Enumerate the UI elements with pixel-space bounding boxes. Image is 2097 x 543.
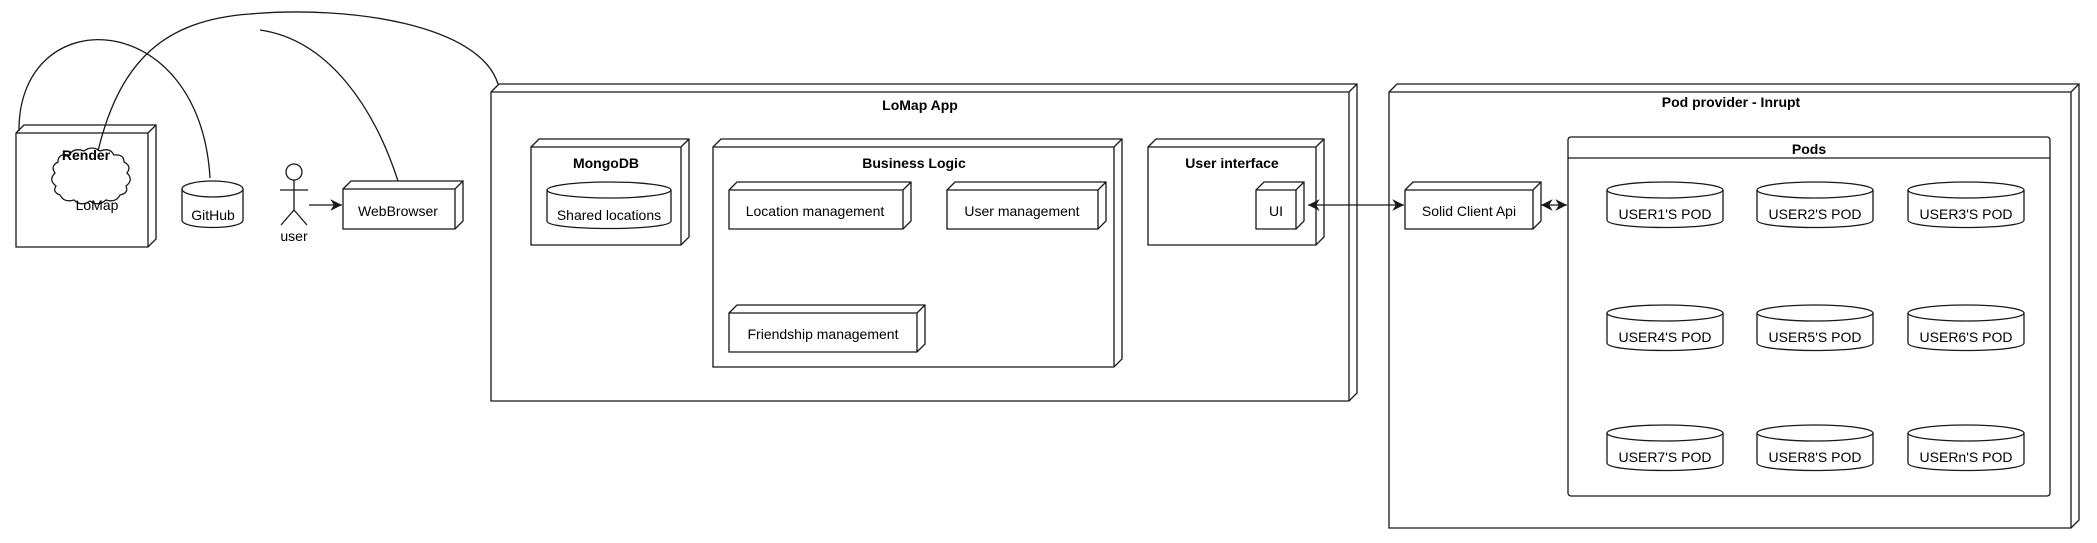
pod-database (1606, 181, 1724, 229)
pod-database (1756, 181, 1874, 229)
pod-database (1907, 181, 2025, 229)
pod-provider-title: Pod provider - Inrupt (1662, 94, 1801, 110)
pod-database (1606, 304, 1724, 352)
pod-label: USER3'S POD (1920, 206, 2013, 222)
webbrowser-node (342, 180, 464, 230)
github-label: GitHub (191, 207, 235, 223)
pod-label: USER1'S POD (1619, 206, 1712, 222)
location-management-label: Location management (746, 203, 885, 219)
user-actor-icon (280, 163, 308, 226)
pod-provider-node (1388, 83, 2080, 529)
github-database (181, 180, 244, 229)
lomap-app-arc (97, 11, 499, 152)
pod-label: USER6'S POD (1920, 329, 2013, 345)
lomap-app-node (490, 83, 1358, 402)
solid-client-api-label: Solid Client Api (1422, 203, 1516, 219)
business-logic-title: Business Logic (862, 155, 966, 171)
user-label: user (280, 228, 308, 244)
pod-database (1606, 424, 1724, 472)
pods-title: Pods (1792, 141, 1826, 157)
business-logic-node (712, 138, 1123, 368)
render-webbrowser-arc (18, 39, 211, 179)
render-title: Render (62, 147, 111, 163)
webbrowser-arc (259, 29, 399, 182)
pod-database (1907, 304, 2025, 352)
location-management-node (728, 181, 912, 230)
lomap-label: LoMap (76, 197, 119, 213)
lomap-cloud (51, 147, 131, 205)
mongodb-node (530, 138, 690, 246)
user-management-label: User management (964, 203, 1079, 219)
mongodb-title: MongoDB (573, 155, 639, 171)
pods-frame (1567, 136, 2051, 497)
pod-label: USER7'S POD (1619, 449, 1712, 465)
pod-label: USERn'S POD (1920, 449, 2013, 465)
pod-database (1756, 304, 1874, 352)
friendship-management-label: Friendship management (748, 326, 899, 342)
render-node (15, 124, 157, 248)
solid-client-api-node (1404, 181, 1542, 230)
pod-database (1756, 424, 1874, 472)
pod-label: USER5'S POD (1769, 329, 1862, 345)
ui-label: UI (1269, 203, 1283, 219)
shared-locations-database (546, 181, 672, 230)
user-interface-node (1147, 138, 1325, 246)
ui-node (1255, 181, 1305, 230)
pod-label: USER2'S POD (1769, 206, 1862, 222)
friendship-management-node (728, 304, 926, 353)
shared-locations-label: Shared locations (557, 207, 661, 223)
pod-database (1907, 424, 2025, 472)
pod-label: USER4'S POD (1619, 329, 1712, 345)
lomap-app-title: LoMap App (882, 97, 958, 113)
user-management-node (946, 181, 1107, 230)
user-interface-title: User interface (1185, 155, 1279, 171)
webbrowser-label: WebBrowser (358, 203, 438, 219)
pod-label: USER8'S POD (1769, 449, 1862, 465)
